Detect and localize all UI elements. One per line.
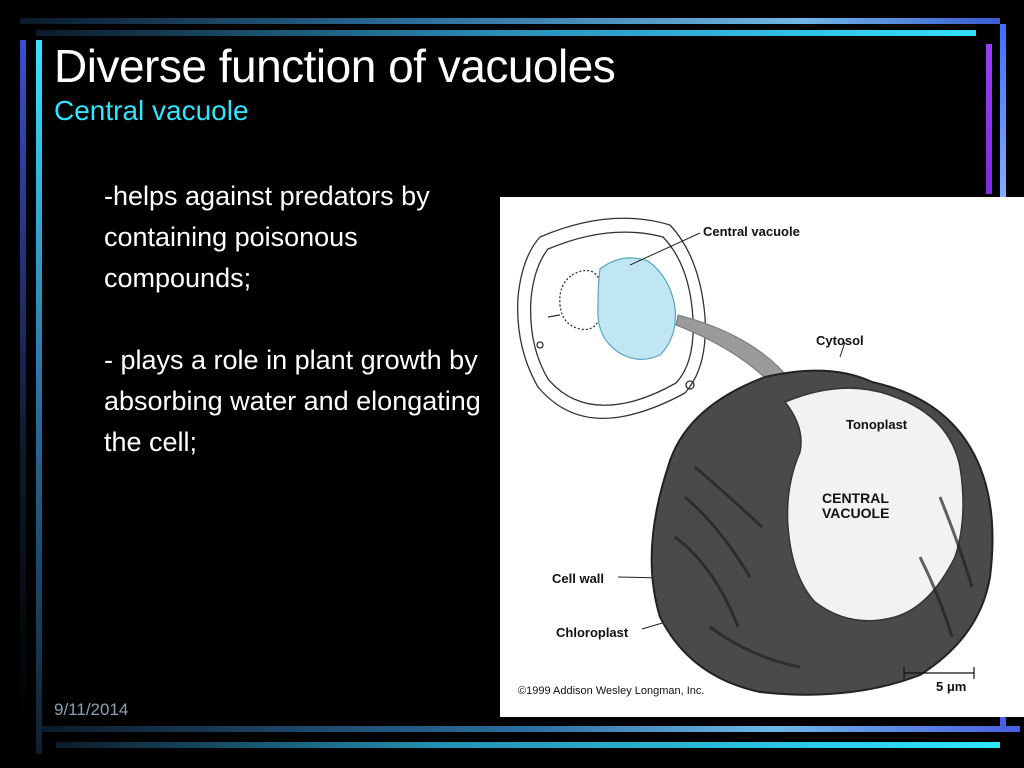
- slide-date: 9/11/2014: [54, 700, 129, 719]
- slide-body: -helps against predators by containing p…: [104, 176, 499, 463]
- slide-subtitle: Central vacuole: [54, 95, 249, 126]
- frame-bar-top-inner: [36, 30, 976, 36]
- label-cell-wall: Cell wall: [552, 571, 605, 586]
- figure-drawing: [517, 217, 994, 696]
- micrograph-vacuole: [783, 387, 964, 622]
- frame-bar-left-inner: [36, 40, 42, 754]
- label-central-vacuole: Central vacuole: [703, 224, 800, 239]
- label-scale: 5 μm: [936, 679, 967, 694]
- frame-bar-right-bottom: [1000, 716, 1006, 730]
- schematic-vacuole: [597, 257, 677, 360]
- label-tonoplast: Tonoplast: [846, 417, 908, 432]
- label-central-vacuole-inner: CENTRAL VACUOLE: [822, 490, 890, 521]
- label-cytosol: Cytosol: [816, 333, 864, 348]
- figure-copyright: ©1999 Addison Wesley Longman, Inc.: [518, 685, 705, 697]
- frame-bar-top-outer: [20, 18, 1000, 24]
- frame-bar-bottom-outer: [36, 726, 1020, 732]
- schematic-cell: [517, 217, 706, 420]
- frame-bar-bottom-inner: [56, 742, 1000, 748]
- micrograph-chloroplasts: [674, 465, 974, 669]
- frame-bar-right-blue: [1000, 24, 1006, 200]
- frame-bar-left-outer: [20, 40, 26, 726]
- bullet-growth: - plays a role in plant growth by absorb…: [104, 345, 481, 457]
- bullet-predators: -helps against predators by containing p…: [104, 181, 430, 293]
- slide-title: Diverse function of vacuoles: [54, 40, 616, 92]
- label-chloroplast: Chloroplast: [556, 625, 629, 640]
- vacuole-figure: Central vacuole Cytosol Tonoplast CENTRA…: [500, 197, 1024, 717]
- frame-bar-right-purple: [986, 44, 992, 194]
